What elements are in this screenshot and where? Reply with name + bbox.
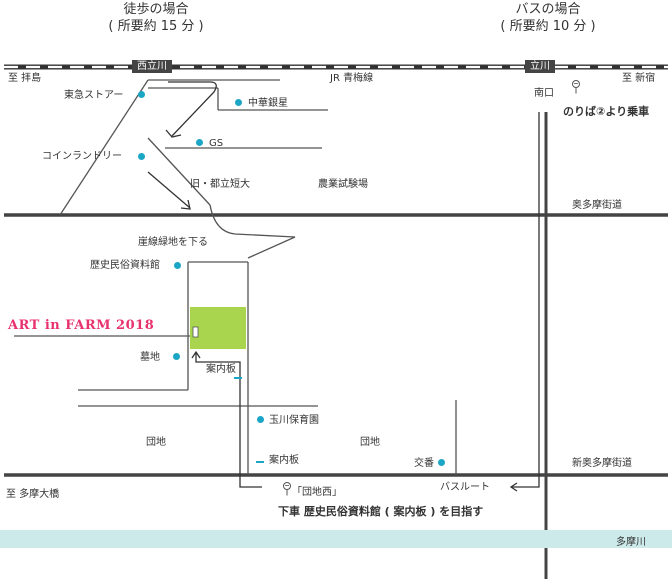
coin-laundry-label: コインランドリー bbox=[42, 151, 122, 162]
venue-area bbox=[190, 307, 246, 349]
chuka-ginsei-marker bbox=[235, 99, 242, 106]
police-box-label: 交番 bbox=[414, 458, 434, 469]
bus-header: バスの場合 ( 所要約 10 分 ) bbox=[488, 1, 608, 35]
tokyu-store-marker bbox=[138, 91, 145, 98]
info-board-2-marker bbox=[256, 461, 264, 463]
museum-marker bbox=[174, 262, 181, 269]
info-board-1-label: 案内板 bbox=[206, 364, 236, 375]
cliff-label: 崖線緑地を下る bbox=[138, 237, 208, 248]
walk-title: 徒歩の場合 bbox=[123, 2, 189, 17]
danchi-nishi-stop-icon bbox=[283, 482, 291, 496]
bus-stop-name: 「団地西」 bbox=[292, 487, 342, 498]
station-tachikawa: 立川 bbox=[525, 60, 555, 73]
gs-marker bbox=[196, 139, 203, 146]
to-haijima-label: 至 拝島 bbox=[8, 73, 42, 84]
tamagawa-nursery-marker bbox=[257, 416, 264, 423]
cemetery-label: 墓地 bbox=[140, 352, 160, 363]
venue-entrance bbox=[192, 326, 199, 338]
to-tama-ohashi-label: 至 多摩大橋 bbox=[6, 489, 60, 500]
bus-route bbox=[509, 112, 540, 492]
station-nishi-tachikawa: 西立川 bbox=[132, 60, 172, 73]
old-college-label: 旧・都立短大 bbox=[190, 179, 250, 190]
bus-time: ( 所要約 10 分 ) bbox=[500, 19, 596, 34]
walk-header: 徒歩の場合 ( 所要約 15 分 ) bbox=[96, 1, 216, 35]
bus-instruction: 下車 歴史民俗資料館 ( 案内板 ) を目指す bbox=[278, 505, 484, 518]
tama-river-label: 多摩川 bbox=[616, 537, 646, 548]
minor-streets bbox=[14, 79, 457, 475]
gs-label: GS bbox=[209, 138, 224, 149]
tamagawa-nursery-label: 玉川保育園 bbox=[269, 415, 319, 426]
chuka-ginsei-label: 中華銀星 bbox=[248, 98, 288, 109]
info-board-1-marker bbox=[234, 377, 242, 379]
okutama-kaido-label: 奥多摩街道 bbox=[572, 200, 622, 211]
shin-okutama-kaido-label: 新奥多摩街道 bbox=[572, 458, 632, 469]
to-shinjuku-label: 至 新宿 bbox=[622, 73, 656, 84]
danchi-right-label: 団地 bbox=[360, 437, 380, 448]
boarding-label: のりば②より乗車 bbox=[563, 105, 650, 118]
danchi-left-label: 団地 bbox=[146, 437, 166, 448]
tokyu-store-label: 東急ストアー bbox=[64, 90, 124, 101]
cemetery-marker bbox=[173, 353, 180, 360]
agri-test-label: 農業試験場 bbox=[318, 179, 368, 190]
south-exit-label: 南口 bbox=[534, 88, 554, 99]
police-box-marker bbox=[438, 459, 445, 466]
bus-title: バスの場合 bbox=[515, 2, 581, 17]
walking-route bbox=[147, 81, 262, 488]
bus-route-label: バスルート bbox=[440, 482, 490, 493]
rail-line-name: JR 青梅線 bbox=[330, 73, 374, 84]
museum-label: 歴史民俗資料館 bbox=[90, 260, 160, 271]
coin-laundry-marker bbox=[138, 153, 145, 160]
bus-stop-icon bbox=[572, 80, 580, 94]
event-title: ART in FARM 2018 bbox=[8, 318, 155, 333]
tama-river bbox=[0, 530, 672, 548]
walk-time: ( 所要約 15 分 ) bbox=[108, 19, 204, 34]
info-board-2-label: 案内板 bbox=[269, 455, 299, 466]
